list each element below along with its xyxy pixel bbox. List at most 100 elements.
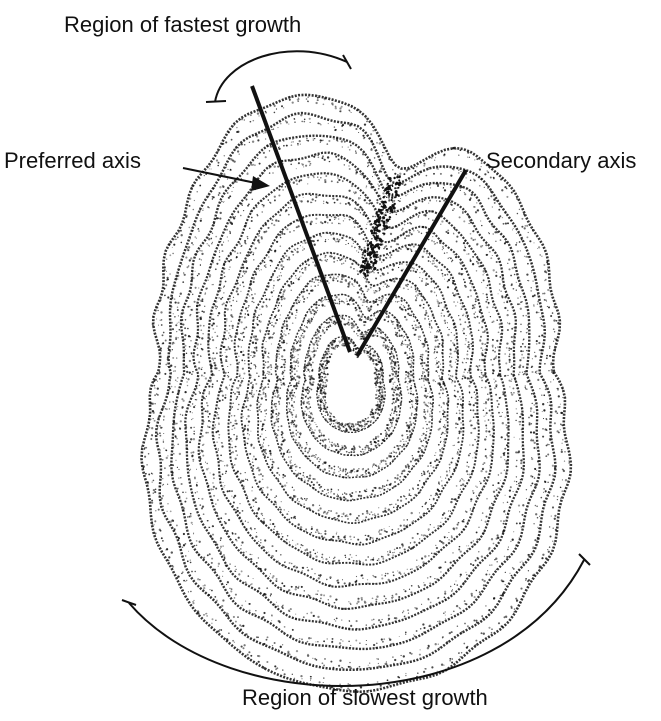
stipple-dot [291, 368, 292, 369]
stipple-dot [307, 363, 308, 364]
stipple-dot [280, 237, 282, 239]
stipple-dot [445, 478, 446, 479]
stipple-dot [406, 319, 408, 321]
stipple-dot [521, 408, 523, 410]
stipple-dot [387, 285, 388, 286]
stipple-dot [438, 444, 440, 446]
stipple-dot [244, 400, 246, 402]
stipple-dot [436, 362, 438, 364]
stipple-dot [203, 408, 205, 410]
stipple-dot [412, 459, 413, 460]
stipple-dot [473, 492, 475, 494]
stipple-dot [366, 202, 368, 204]
stipple-dot [461, 478, 462, 479]
stipple-dot [225, 281, 227, 283]
stipple-dot [229, 269, 230, 270]
stipple-dot [217, 499, 219, 501]
stipple-dot [377, 380, 379, 382]
stipple-dot [324, 179, 326, 181]
stipple-dot [234, 415, 236, 417]
stipple-dot [485, 455, 487, 457]
stipple-dot [430, 408, 431, 409]
stipple-dot [442, 542, 444, 544]
stipple-dot [352, 342, 354, 344]
stipple-dot [395, 332, 396, 333]
stipple-dot [286, 228, 288, 230]
stipple-dot [250, 362, 252, 364]
stipple-dot [421, 356, 423, 358]
stipple-dot [318, 282, 319, 283]
stipple-dot [284, 370, 286, 372]
stipple-dot [366, 306, 367, 307]
stipple-dot [244, 491, 245, 492]
stipple-dot [374, 209, 375, 210]
stipple-dot [324, 445, 326, 447]
stipple-dot [241, 245, 243, 247]
stipple-dot [429, 323, 431, 325]
stipple-dot [467, 372, 469, 374]
stipple-dot [484, 438, 486, 440]
stipple-dot [212, 328, 214, 330]
stipple-dot [417, 451, 419, 453]
stipple-dot [228, 332, 230, 334]
stipple-dot [476, 441, 478, 443]
stipple-dot [390, 510, 392, 512]
stipple-dot [407, 375, 409, 377]
stipple-dot [497, 406, 499, 408]
stipple-dot [268, 200, 269, 201]
stipple-dot [326, 216, 328, 218]
stipple-dot [320, 533, 321, 534]
stipple-dot [385, 344, 386, 345]
stipple-dot [308, 346, 310, 348]
stipple-dot [479, 340, 481, 342]
stipple-dot [335, 241, 337, 243]
stipple-dot [422, 609, 424, 611]
stipple-dot [351, 245, 353, 247]
stipple-dot [453, 506, 454, 507]
stipple-dot [408, 363, 410, 365]
stipple-dot [297, 500, 299, 502]
stipple-dot [470, 358, 472, 360]
stipple-dot [394, 410, 396, 412]
stipple-dot [293, 435, 295, 437]
stipple-dot [335, 605, 336, 606]
stipple-dot [343, 470, 344, 471]
stipple-dot [325, 365, 326, 366]
stipple-dot [330, 539, 332, 541]
stipple-dot [337, 536, 339, 538]
stipple-dot [247, 387, 249, 389]
stipple-dot [310, 223, 312, 225]
stipple-dot [468, 344, 470, 346]
stipple-dot [370, 424, 371, 425]
stipple-dot [269, 450, 271, 452]
stipple-dot [295, 275, 296, 276]
stipple-dot [486, 428, 487, 429]
stipple-dot [324, 533, 326, 535]
stipple-dot [220, 476, 222, 478]
stipple-dot [425, 414, 426, 415]
stipple-dot [461, 273, 463, 275]
stipple-dot [237, 293, 239, 295]
stipple-dot [358, 209, 360, 211]
stipple-dot [276, 533, 278, 535]
stipple-dot [411, 432, 413, 434]
stipple-dot [291, 420, 293, 422]
stipple-dot [306, 389, 307, 390]
stipple-dot [467, 254, 468, 255]
stipple-dot [397, 474, 399, 476]
stipple-dot [277, 467, 279, 469]
stipple-dot [345, 197, 347, 199]
stipple-dot [260, 411, 262, 413]
stipple-dot [470, 259, 471, 260]
stipple-dot [336, 532, 337, 533]
stipple-dot [365, 348, 366, 349]
stipple-dot [416, 214, 417, 215]
stipple-dot [498, 373, 499, 374]
stipple-dot [490, 452, 491, 453]
stipple-dot [236, 287, 238, 289]
stipple-dot [405, 590, 407, 592]
stipple-dot [365, 215, 367, 217]
stipple-dot [389, 346, 390, 347]
stipple-dot [253, 259, 254, 260]
stipple-dot [465, 316, 466, 317]
